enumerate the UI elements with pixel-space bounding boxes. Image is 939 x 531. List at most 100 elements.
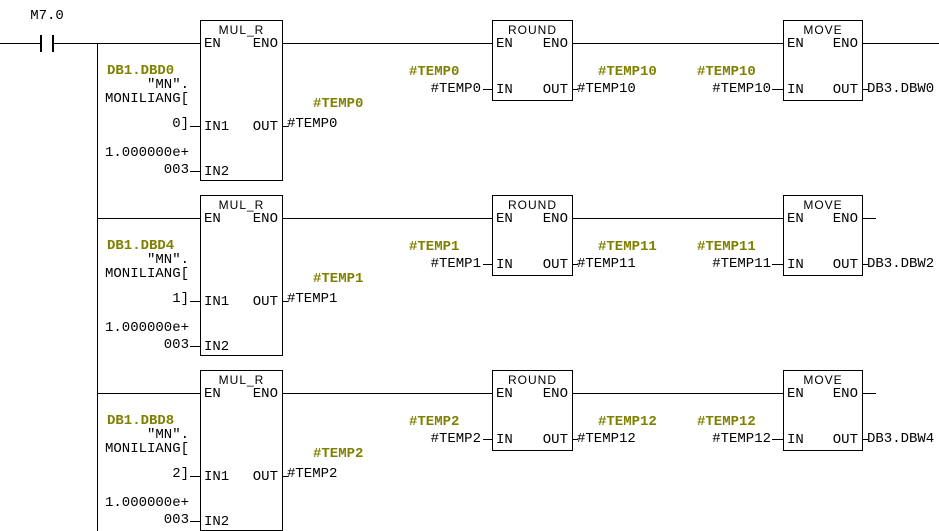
move-out-operand[interactable]: DB3.DBW0 bbox=[867, 81, 935, 97]
branch-vertical-wire bbox=[97, 43, 98, 531]
block-title: ROUND bbox=[508, 23, 557, 37]
round-out-operand[interactable]: #TEMP10 bbox=[577, 81, 636, 97]
pin-in2: IN2 bbox=[204, 514, 230, 530]
move-in-symbol-label: #TEMP10 bbox=[697, 64, 756, 80]
wire-out-stub bbox=[572, 89, 578, 90]
pin-in1: IN1 bbox=[204, 469, 230, 485]
wire-out-stub bbox=[862, 89, 868, 90]
pin-out: OUT bbox=[252, 469, 278, 485]
in1-symbol-line[interactable]: MONILIANG[ bbox=[104, 266, 189, 282]
in2-constant-line[interactable]: 1.000000e+ bbox=[104, 495, 189, 511]
wire-in2-stub bbox=[190, 521, 200, 522]
wire-out-stub bbox=[862, 264, 868, 265]
block-title: MUL_R bbox=[218, 23, 265, 37]
move-in-operand[interactable]: #TEMP11 bbox=[712, 256, 771, 272]
mul-r-block[interactable]: MUL_R EN ENO IN1 OUT IN2 bbox=[200, 370, 283, 531]
contact-left-bar bbox=[40, 35, 42, 52]
wire-in-stub bbox=[483, 264, 492, 265]
move-block[interactable]: MOVE EN ENO IN OUT bbox=[783, 195, 863, 276]
pin-eno: ENO bbox=[832, 36, 858, 52]
round-in-operand[interactable]: #TEMP0 bbox=[430, 81, 481, 97]
round-out-symbol-label: #TEMP10 bbox=[598, 64, 657, 80]
move-block[interactable]: MOVE EN ENO IN OUT bbox=[783, 20, 863, 101]
pin-eno: ENO bbox=[252, 36, 278, 52]
in2-constant-line[interactable]: 1.000000e+ bbox=[104, 320, 189, 336]
pin-in: IN bbox=[787, 257, 804, 273]
mul-out-operand[interactable]: #TEMP1 bbox=[287, 291, 338, 307]
wire-in2-stub bbox=[190, 346, 200, 347]
pin-en: EN bbox=[204, 211, 221, 227]
in1-address-label[interactable]: DB1.DBD0 bbox=[107, 63, 175, 79]
in1-symbol-line[interactable]: MONILIANG[ bbox=[104, 441, 189, 457]
wire bbox=[282, 218, 492, 219]
move-in-symbol-label: #TEMP11 bbox=[697, 239, 756, 255]
pin-en: EN bbox=[496, 211, 513, 227]
wire-in-stub bbox=[483, 89, 492, 90]
move-out-operand[interactable]: DB3.DBW4 bbox=[867, 431, 935, 447]
wire-eno-stub bbox=[862, 218, 876, 219]
mul-out-symbol-label: #TEMP1 bbox=[313, 271, 364, 287]
round-block[interactable]: ROUND EN ENO IN OUT bbox=[492, 370, 573, 451]
block-title: ROUND bbox=[508, 198, 557, 212]
move-out-operand[interactable]: DB3.DBW2 bbox=[867, 256, 935, 272]
move-block[interactable]: MOVE EN ENO IN OUT bbox=[783, 370, 863, 451]
pin-in2: IN2 bbox=[204, 339, 230, 355]
wire-in-stub bbox=[772, 89, 783, 90]
round-in-operand[interactable]: #TEMP2 bbox=[430, 431, 481, 447]
mul-out-operand[interactable]: #TEMP2 bbox=[287, 466, 338, 482]
wire-out-stub bbox=[282, 301, 288, 302]
pin-in: IN bbox=[787, 432, 804, 448]
contact-right-bar bbox=[52, 35, 54, 52]
mul-out-symbol-label: #TEMP0 bbox=[313, 96, 364, 112]
pin-in: IN bbox=[496, 432, 513, 448]
pin-eno: ENO bbox=[542, 386, 568, 402]
in1-address-label[interactable]: DB1.DBD4 bbox=[107, 238, 175, 254]
in2-constant-line[interactable]: 003 bbox=[163, 162, 189, 178]
round-out-operand[interactable]: #TEMP12 bbox=[577, 431, 636, 447]
pin-in1: IN1 bbox=[204, 294, 230, 310]
in2-constant-line[interactable]: 003 bbox=[163, 512, 189, 528]
round-out-operand[interactable]: #TEMP11 bbox=[577, 256, 636, 272]
pin-out: OUT bbox=[542, 82, 568, 98]
contact-operand[interactable]: M7.0 bbox=[30, 8, 64, 24]
in1-symbol-index[interactable]: 1] bbox=[172, 291, 189, 307]
in1-symbol-line[interactable]: MONILIANG[ bbox=[104, 91, 189, 107]
block-title: MOVE bbox=[803, 373, 843, 387]
pin-out: OUT bbox=[252, 119, 278, 135]
move-in-symbol-label: #TEMP12 bbox=[697, 414, 756, 430]
mul-out-operand[interactable]: #TEMP0 bbox=[287, 116, 338, 132]
round-in-operand[interactable]: #TEMP1 bbox=[430, 256, 481, 272]
wire bbox=[282, 393, 492, 394]
in1-symbol-line[interactable]: "MN". bbox=[146, 427, 189, 443]
round-block[interactable]: ROUND EN ENO IN OUT bbox=[492, 195, 573, 276]
wire bbox=[572, 218, 783, 219]
in1-symbol-index[interactable]: 2] bbox=[172, 466, 189, 482]
wire-out-stub bbox=[282, 126, 288, 127]
in1-symbol-line[interactable]: "MN". bbox=[146, 77, 189, 93]
rung-1: M7.0 MUL_R EN ENO IN1 OUT IN2 ROUND EN E… bbox=[0, 0, 939, 181]
wire bbox=[862, 43, 939, 44]
mul-r-block[interactable]: MUL_R EN ENO IN1 OUT IN2 bbox=[200, 195, 283, 356]
pin-en: EN bbox=[204, 36, 221, 52]
round-block[interactable]: ROUND EN ENO IN OUT bbox=[492, 20, 573, 101]
wire-in1-stub bbox=[190, 476, 200, 477]
mul-r-block[interactable]: MUL_R EN ENO IN1 OUT IN2 bbox=[200, 20, 283, 181]
round-out-symbol-label: #TEMP12 bbox=[598, 414, 657, 430]
wire bbox=[97, 218, 200, 219]
rung-3: MUL_R EN ENO IN1 OUT IN2 ROUND EN ENO IN… bbox=[0, 350, 939, 531]
move-in-operand[interactable]: #TEMP12 bbox=[712, 431, 771, 447]
in1-address-label[interactable]: DB1.DBD8 bbox=[107, 413, 175, 429]
pin-eno: ENO bbox=[252, 211, 278, 227]
pin-eno: ENO bbox=[542, 36, 568, 52]
wire bbox=[572, 393, 783, 394]
round-in-symbol-label: #TEMP0 bbox=[409, 64, 460, 80]
wire-out-stub bbox=[572, 264, 578, 265]
in2-constant-line[interactable]: 1.000000e+ bbox=[104, 145, 189, 161]
in2-constant-line[interactable]: 003 bbox=[163, 337, 189, 353]
in1-symbol-index[interactable]: 0] bbox=[172, 116, 189, 132]
wire-in1-stub bbox=[190, 301, 200, 302]
pin-en: EN bbox=[787, 386, 804, 402]
in1-symbol-line[interactable]: "MN". bbox=[146, 252, 189, 268]
move-in-operand[interactable]: #TEMP10 bbox=[712, 81, 771, 97]
block-title: MUL_R bbox=[218, 373, 265, 387]
